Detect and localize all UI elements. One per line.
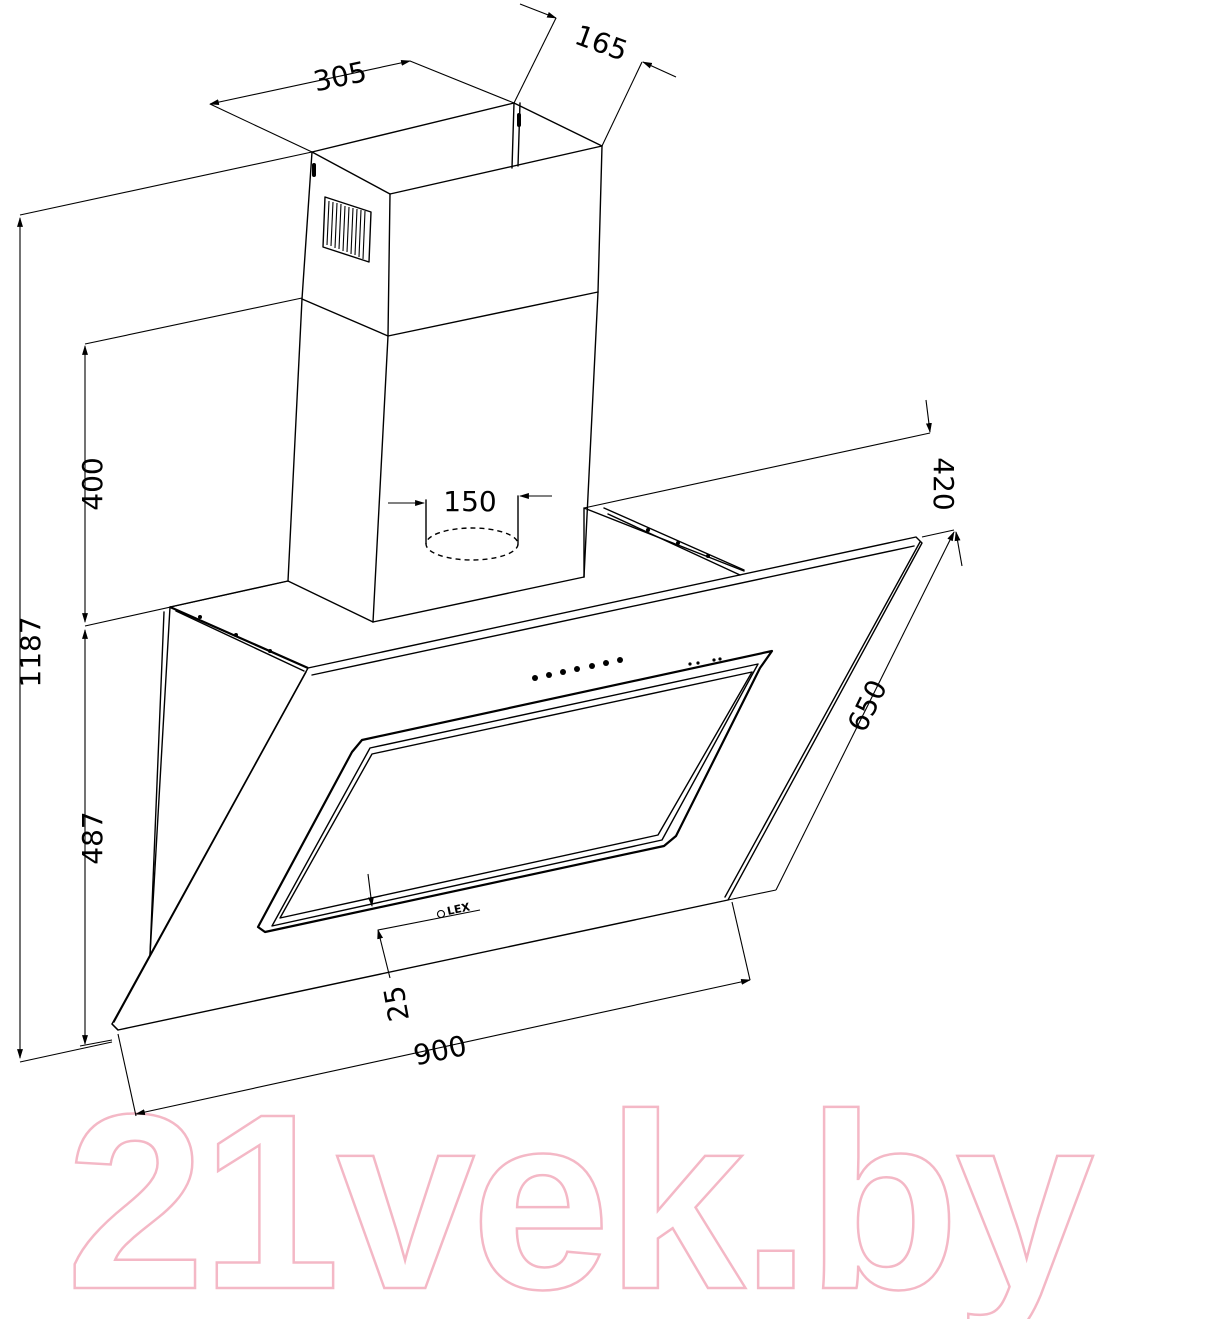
label-frame-offset: 25	[377, 983, 416, 1024]
label-glass-height: 650	[841, 675, 894, 738]
button-dot	[546, 672, 552, 678]
brand-logo-text: LEX	[446, 900, 472, 918]
button-dot	[574, 666, 580, 672]
duct-outlet	[425, 495, 519, 561]
button-dot	[532, 675, 538, 681]
button-dot	[617, 657, 623, 663]
watermark-text: 21vek.by	[66, 1062, 1093, 1319]
label-duct-diameter: 150	[443, 485, 496, 518]
chimney-slot	[517, 113, 521, 127]
window-frame	[256, 649, 774, 934]
label-lower-height: 487	[76, 811, 109, 864]
button-dot	[560, 669, 566, 675]
glass-panel	[111, 536, 923, 1031]
chimney	[287, 102, 603, 623]
button-dot	[589, 663, 595, 669]
label-total-height: 1187	[14, 616, 47, 687]
vent-grille	[322, 196, 372, 263]
label-chimney-width: 305	[310, 55, 369, 98]
control-buttons	[532, 657, 623, 681]
dimension-lines	[17, 3, 963, 1117]
label-upper-height: 400	[76, 457, 109, 510]
dimension-labels: 1187 400 487 305 165 150 420 650 25 900	[14, 18, 960, 1072]
label-chimney-depth: 165	[570, 18, 632, 67]
label-hood-depth: 420	[927, 457, 960, 510]
chimney-slot	[312, 163, 316, 177]
button-dot	[603, 660, 609, 666]
